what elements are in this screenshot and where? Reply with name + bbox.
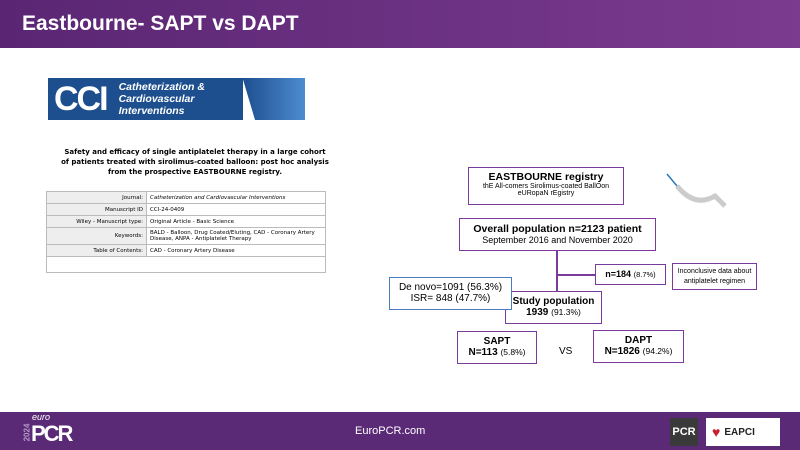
footer-bar <box>0 412 800 450</box>
row-key: Manuscript ID <box>46 203 147 216</box>
sapt-n: N=113 <box>468 347 498 358</box>
row-value: BALD - Balloon, Drug Coated/Eluting, CAD… <box>146 227 326 245</box>
table-row: Journal:Catheterization and Cardiovascul… <box>46 191 326 204</box>
overall-population-box: Overall population n=2123 patient Septem… <box>459 218 656 251</box>
row-value: CAD - Coronary Artery Disease <box>146 244 326 257</box>
row-value: CCI-24-0409 <box>146 203 326 216</box>
excluded-pct: (8.7%) <box>633 270 656 279</box>
eapci-text: EAPCI <box>724 426 755 438</box>
row-key: Journal: <box>46 191 147 204</box>
header-bar <box>0 0 800 48</box>
eapci-logo: ♥ EAPCI <box>706 418 780 446</box>
connector-line <box>556 250 558 292</box>
row-key: Keywords: <box>46 227 147 245</box>
heart-icon: ♥ <box>712 424 721 440</box>
overall-dates: September 2016 and November 2020 <box>482 235 633 245</box>
row-key: Wiley - Manuscript type: <box>46 215 147 228</box>
dapt-n: N=1826 <box>604 346 640 357</box>
excluded-n: n=184 <box>605 269 632 279</box>
isr-count: ISR= 848 (47.7%) <box>410 293 491 304</box>
study-n: 1939 <box>526 307 549 318</box>
dapt-box: DAPT N=1826 (94.2%) <box>593 330 684 363</box>
table-row <box>46 256 326 273</box>
paper-title: Safety and efficacy of single antiplatel… <box>61 148 329 176</box>
study-pct: (91.3%) <box>551 307 581 317</box>
dapt-title: DAPT <box>624 335 653 346</box>
dapt-pct: (94.2%) <box>642 346 673 356</box>
sapt-title: SAPT <box>483 336 511 347</box>
website-link[interactable]: EuroPCR.com <box>355 425 426 437</box>
vs-label: VS <box>559 346 573 357</box>
row-value: Catheterization and Cardiovascular Inter… <box>146 191 326 204</box>
slide-title: Eastbourne- SAPT vs DAPT <box>22 12 299 35</box>
study-population-box: Study population 1939 (91.3%) <box>505 291 602 324</box>
empty-cell <box>46 256 326 273</box>
denovo-count: De novo=1091 (56.3%) <box>398 282 503 293</box>
row-value: Original Article - Basic Science <box>146 215 326 228</box>
row-key: Table of Contents: <box>46 244 147 257</box>
excluded-box: n=184 (8.7%) <box>595 264 666 285</box>
logo-band <box>242 78 305 120</box>
brand-small: euro <box>32 412 51 422</box>
table-row: Wiley - Manuscript type:Original Article… <box>46 215 326 228</box>
overall-population: Overall population n=2123 patient <box>473 223 642 235</box>
table-row: Keywords:BALD - Balloon, Drug Coated/Elu… <box>46 227 326 245</box>
sapt-box: SAPT N=113 (5.8%) <box>457 331 537 364</box>
study-title: Study population <box>512 296 595 307</box>
registry-subtitle: thE All-comers Sirolimus-coated BallOon <box>482 183 610 190</box>
journal-abbr: CCI <box>48 78 113 120</box>
balloon-catheter-icon <box>666 173 727 208</box>
brand: PCR <box>31 421 73 446</box>
manuscript-table: Journal:Catheterization and Cardiovascul… <box>46 191 326 273</box>
registry-box: EASTBOURNE registry thE All-comers Sirol… <box>468 167 624 205</box>
connector-line <box>556 274 596 276</box>
sapt-pct: (5.8%) <box>500 347 526 357</box>
pcr-logo: PCR <box>670 418 698 446</box>
lesion-type-box: De novo=1091 (56.3%) ISR= 848 (47.7%) <box>389 277 512 310</box>
registry-subtitle: eURopaN rEgistry <box>517 190 575 197</box>
excluded-reason-box: Inconclusive data about antiplatelet reg… <box>672 263 757 290</box>
journal-name: Catheterization & Cardiovascular Interve… <box>112 78 243 120</box>
registry-title: EASTBOURNE registry <box>488 171 604 183</box>
journal-logo: CCI Catheterization & Cardiovascular Int… <box>48 78 305 120</box>
table-row: Table of Contents:CAD - Coronary Artery … <box>46 244 326 257</box>
